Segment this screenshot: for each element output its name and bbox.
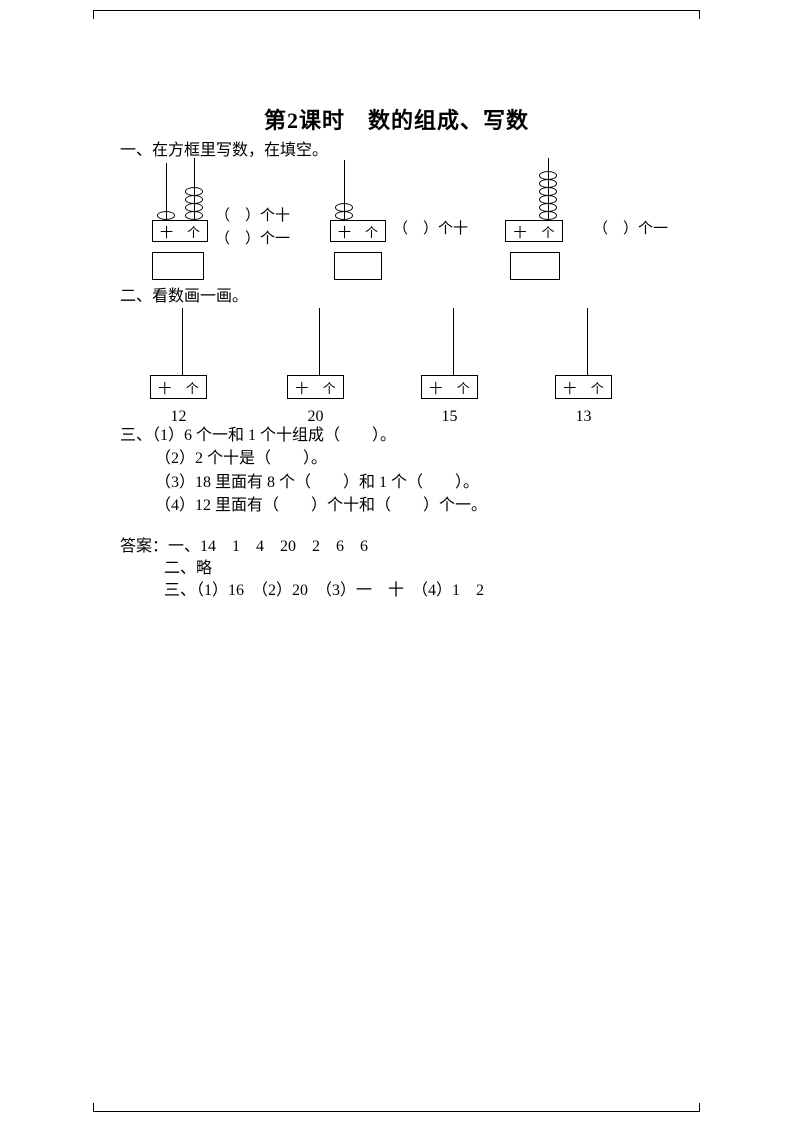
abacus-bead [539, 211, 557, 220]
target-number: 20 [307, 408, 324, 425]
place-value-frame: 十 个 [150, 375, 207, 399]
ones-blank-label: （ ）个一 [593, 221, 669, 237]
answers-line-1: 答案：一、14 1 4 20 2 6 6 [120, 538, 369, 555]
tens-char: 十 [429, 380, 443, 396]
rod [587, 308, 588, 375]
abacus-3: 十 个 （ ）个一 [505, 158, 695, 288]
ones-char: 个 [322, 380, 336, 396]
ones-char: 个 [541, 224, 555, 240]
ones-char: 个 [590, 380, 604, 396]
tens-beads [157, 163, 175, 220]
page-border-bottom [93, 1103, 700, 1112]
draw-abacus-1: 十 个 12 [150, 308, 207, 433]
answers-line-2: 二、略 [164, 560, 213, 577]
section1-heading: 一、在方框里写数，在填空。 [120, 142, 329, 159]
section3-question-4: （4）12 里面有（ ）个十和（ ）个一。 [155, 497, 488, 514]
section2-heading: 二、看数画一画。 [120, 288, 249, 305]
tens-blank-label: （ ）个十 [393, 221, 469, 237]
abacus-2: 十 个 （ ）个十 [330, 158, 520, 288]
tens-char: 十 [159, 224, 173, 240]
place-value-frame: 十 个 [152, 220, 208, 242]
tens-beads [335, 160, 353, 220]
target-number: 15 [441, 408, 458, 425]
place-value-frame: 十 个 [555, 375, 612, 399]
tens-char: 十 [563, 380, 577, 396]
ones-char: 个 [456, 380, 470, 396]
ones-char: 个 [186, 224, 200, 240]
answers-line-3: 三、（1）16 （2）20 （3）一 十 （4）1 2 [164, 582, 485, 599]
rod [453, 308, 454, 375]
abacus-bead [157, 211, 175, 220]
abacus-1: 十 个 （ ）个十 （ ）个一 [152, 158, 342, 288]
tens-char: 十 [158, 380, 172, 396]
tens-char: 十 [337, 224, 351, 240]
write-number-box [510, 252, 560, 280]
tens-rod [344, 160, 345, 220]
tens-blank-label: （ ）个十 [215, 208, 291, 224]
place-value-frame: 十 个 [287, 375, 344, 399]
section3-question-2: （2）2 个十是（ ）。 [155, 450, 328, 467]
draw-abacus-3: 十 个 15 [421, 308, 478, 433]
abacus-bead [335, 211, 353, 220]
worksheet-title: 第2课时 数的组成、写数 [263, 108, 529, 133]
place-value-frame: 十 个 [421, 375, 478, 399]
tens-char: 十 [513, 224, 527, 240]
rod [182, 308, 183, 375]
section3-question-1: 三、（1）6 个一和 1 个十组成（ ）。 [120, 427, 397, 444]
tens-rod [166, 163, 167, 220]
rod [319, 308, 320, 375]
place-value-frame: 十 个 [505, 220, 563, 242]
draw-abacus-4: 十 个 13 [555, 308, 612, 433]
target-number: 12 [170, 408, 187, 425]
target-number: 13 [575, 408, 592, 425]
abacus-bead [185, 211, 203, 220]
ones-beads [185, 158, 203, 220]
page-border-top [93, 10, 700, 19]
ones-char: 个 [185, 380, 199, 396]
ones-char: 个 [364, 224, 378, 240]
write-number-box [152, 252, 204, 280]
section3-question-3: （3）18 里面有 8 个（ ）和 1 个（ ）。 [155, 474, 480, 491]
ones-blank-label: （ ）个一 [215, 231, 291, 247]
draw-abacus-2: 十 个 20 [287, 308, 344, 433]
place-value-frame: 十 个 [330, 220, 386, 242]
write-number-box [334, 252, 382, 280]
ones-beads [539, 158, 557, 220]
tens-char: 十 [295, 380, 309, 396]
